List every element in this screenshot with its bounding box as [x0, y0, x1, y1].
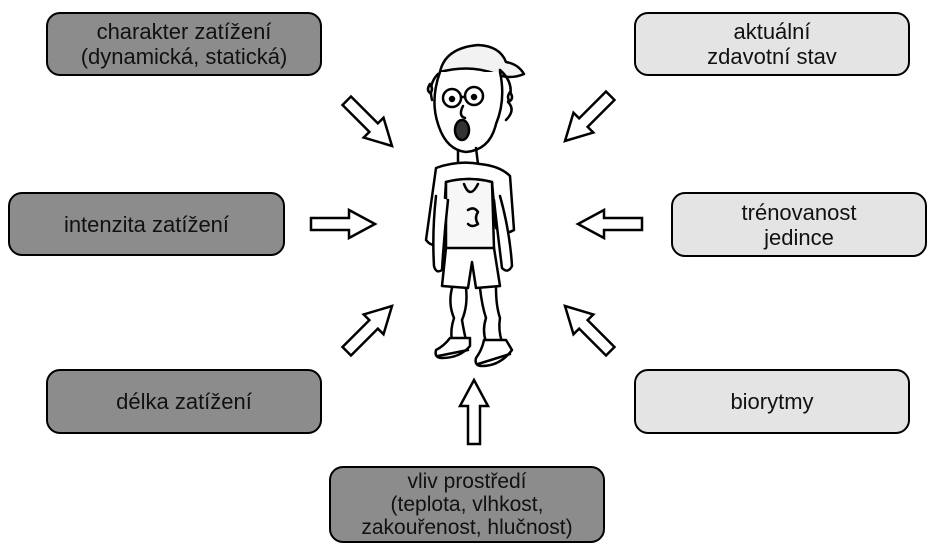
factor-label-line: intenzita zatížení — [63, 211, 230, 237]
factor-label-line: biorytmy — [730, 389, 814, 414]
factor-label-line: zakouřenost, hlučnost) — [361, 516, 573, 539]
exhausted-runner-illustration — [424, 43, 526, 368]
factor-box-biorytmy: biorytmy — [634, 369, 910, 434]
hollow-arrow-icon — [458, 378, 490, 446]
factor-label-line: jedince — [764, 224, 834, 250]
factor-label-line: charakter zatížení — [96, 19, 272, 44]
hollow-arrow-icon — [576, 208, 644, 240]
factor-label-line: délka zatížení — [116, 389, 252, 414]
factor-label-line: (teplota, vlhkost, — [390, 493, 544, 516]
factor-box-trenovanost-jedince: trénovanost jedince — [671, 192, 927, 257]
factor-label-line: vliv prostředí — [407, 470, 527, 493]
factor-box-aktualni-zdravotni-stav: aktuální zdavotní stav — [634, 12, 910, 76]
factor-label-line: zdavotní stav — [707, 44, 837, 69]
factor-label-line: trénovanost — [741, 199, 857, 225]
hollow-arrow-icon — [309, 208, 377, 240]
hollow-arrow-icon — [553, 294, 622, 363]
factor-box-intenzita-zatizeni: intenzita zatížení — [8, 192, 285, 256]
hollow-arrow-icon — [335, 89, 404, 158]
factor-label-line: (dynamická, statická) — [80, 44, 288, 69]
hollow-arrow-icon — [335, 294, 404, 363]
factor-box-delka-zatizeni: délka zatížení — [46, 369, 322, 434]
factor-box-vliv-prostredi: vliv prostředí (teplota, vlhkost, zakouř… — [329, 466, 605, 543]
factor-label-line: aktuální — [733, 19, 811, 44]
factor-box-charakter-zatizeni: charakter zatížení (dynamická, statická) — [46, 12, 322, 76]
hollow-arrow-icon — [553, 84, 622, 153]
